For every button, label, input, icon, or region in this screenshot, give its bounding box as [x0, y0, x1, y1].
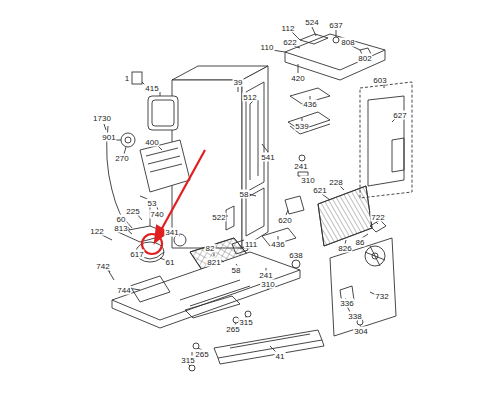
callout-number: 122: [89, 227, 104, 236]
callout-number: 722: [370, 213, 385, 222]
callout-number: 732: [374, 292, 389, 301]
callout-number: 270: [114, 154, 129, 163]
callout-number: 225: [125, 207, 140, 216]
callout-number: 742: [95, 262, 110, 271]
callout-number: 1: [124, 74, 130, 83]
callout-number: 400: [144, 138, 159, 147]
callout-number: 539: [294, 122, 309, 131]
callout-number: 620: [277, 216, 292, 225]
callout-number: 60: [116, 215, 127, 224]
callout-number: 603: [372, 76, 387, 85]
callout-number: 265: [225, 325, 240, 334]
callout-number: 512: [242, 93, 257, 102]
callout-number: 436: [302, 100, 317, 109]
callout-number: 336: [339, 299, 354, 308]
callout-number: 415: [144, 84, 159, 93]
callout-number: 826: [337, 244, 352, 253]
callout-number: 341: [164, 228, 179, 237]
callout-number: 1730: [92, 114, 112, 123]
callout-number: 802: [357, 54, 372, 63]
callout-number: 524: [304, 18, 319, 27]
callout-number: 637: [328, 21, 343, 30]
callout-number: 638: [288, 251, 303, 260]
callout-number: 310: [300, 176, 315, 185]
callout-number: 58: [239, 190, 250, 199]
line-art: [96, 27, 412, 371]
callout-number: 304: [353, 327, 368, 336]
highlight-arrow: [142, 150, 205, 254]
callout-number: 621: [312, 186, 327, 195]
callout-number: 53: [147, 199, 158, 208]
callout-number: 740: [149, 210, 164, 219]
callout-number: 39: [233, 78, 244, 87]
callout-number: 112: [281, 24, 296, 33]
callout-number: 436: [270, 240, 285, 249]
callout-number: 622: [282, 38, 297, 47]
callout-number: 241: [258, 271, 273, 280]
callout-number: 420: [290, 74, 305, 83]
callout-number: 41: [275, 352, 286, 361]
callout-number: 58: [231, 266, 242, 275]
callout-number: 627: [392, 111, 407, 120]
callout-number: 61: [165, 258, 176, 267]
callout-number: 541: [260, 153, 275, 162]
callout-number: 315: [180, 356, 195, 365]
callout-number: 522: [211, 213, 226, 222]
callout-number: 901: [101, 133, 116, 142]
callout-number: 617: [129, 250, 144, 259]
callout-number: 110: [260, 43, 275, 52]
callout-number: 821: [206, 258, 221, 267]
callout-number: 808: [340, 38, 355, 47]
callout-number: 813: [113, 224, 128, 233]
callout-number: 228: [328, 178, 343, 187]
callout-number: 82: [205, 244, 216, 253]
callout-number: 241: [293, 162, 308, 171]
callout-number: 744: [116, 286, 131, 295]
callout-number: 86: [355, 238, 366, 247]
callout-number: 111: [244, 240, 258, 249]
callout-number: 265: [194, 350, 209, 359]
callout-number: 338: [347, 312, 362, 321]
callout-number: 310: [260, 280, 275, 289]
